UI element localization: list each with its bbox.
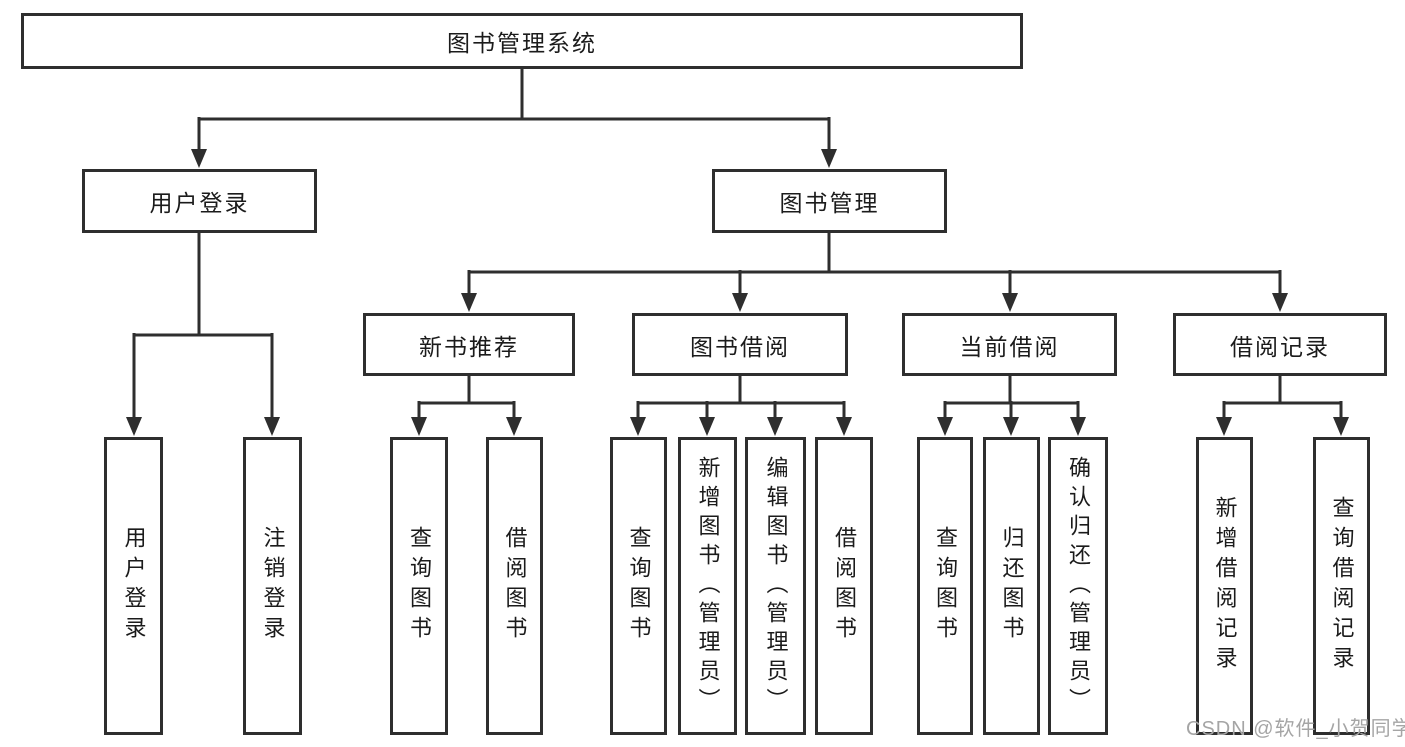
leaf-query-books-borrowing: 查询图书 [610, 437, 667, 735]
node-book-management: 图书管理 [712, 169, 947, 233]
leaf-logout: 注销登录 [243, 437, 302, 735]
leaf-logout-label: 注销登录 [260, 526, 286, 646]
leaf-borrow-books-recommend: 借阅图书 [486, 437, 543, 735]
leaf-query-borrow-record-label: 查询借阅记录 [1329, 496, 1355, 676]
leaf-confirm-return-admin: 确认归还（管理员） [1048, 437, 1108, 735]
node-borrowing-records-label: 借阅记录 [1230, 333, 1330, 360]
leaf-edit-book-admin-label: 编辑图书（管理员） [763, 455, 789, 717]
leaf-query-books-recommend-label: 查询图书 [407, 526, 432, 646]
leaf-borrow-books-recommend-label: 借阅图书 [502, 526, 528, 646]
node-current-borrowing: 当前借阅 [902, 313, 1117, 376]
leaf-user-login-label: 用户登录 [121, 526, 147, 646]
node-current-borrowing-label: 当前借阅 [959, 333, 1060, 360]
leaf-add-book-admin: 新增图书（管理员） [678, 437, 737, 735]
node-root-system-label: 图书管理系统 [447, 30, 597, 56]
node-new-book-recommend: 新书推荐 [363, 313, 575, 376]
leaf-query-borrow-record: 查询借阅记录 [1313, 437, 1370, 735]
node-new-book-recommend-label: 新书推荐 [419, 333, 519, 360]
leaf-query-books-borrowing-label: 查询图书 [626, 526, 652, 646]
leaf-add-borrow-record: 新增借阅记录 [1196, 437, 1253, 735]
leaf-return-books: 归还图书 [983, 437, 1040, 735]
leaf-confirm-return-admin-label: 确认归还（管理员） [1066, 455, 1091, 717]
node-root-system: 图书管理系统 [21, 13, 1023, 69]
leaf-borrow-books-borrowing-label: 借阅图书 [832, 526, 857, 646]
node-user-login: 用户登录 [82, 169, 317, 233]
node-user-login-label: 用户登录 [149, 190, 250, 216]
leaf-query-books-recommend: 查询图书 [390, 437, 448, 735]
leaf-edit-book-admin: 编辑图书（管理员） [745, 437, 806, 735]
node-book-borrowing-label: 图书借阅 [690, 333, 790, 360]
leaf-borrow-books-borrowing: 借阅图书 [815, 437, 873, 735]
leaf-add-book-admin-label: 新增图书（管理员） [695, 455, 721, 717]
node-book-management-label: 图书管理 [779, 190, 880, 216]
leaf-query-books-current-label: 查询图书 [933, 526, 958, 646]
leaf-add-borrow-record-label: 新增借阅记录 [1212, 496, 1238, 676]
node-borrowing-records: 借阅记录 [1173, 313, 1387, 376]
leaf-user-login: 用户登录 [104, 437, 163, 735]
csdn-watermark: CSDN @软件_小贺同学 [1186, 718, 1405, 740]
node-book-borrowing: 图书借阅 [632, 313, 848, 376]
leaf-return-books-label: 归还图书 [999, 526, 1025, 646]
leaf-query-books-current: 查询图书 [917, 437, 973, 735]
